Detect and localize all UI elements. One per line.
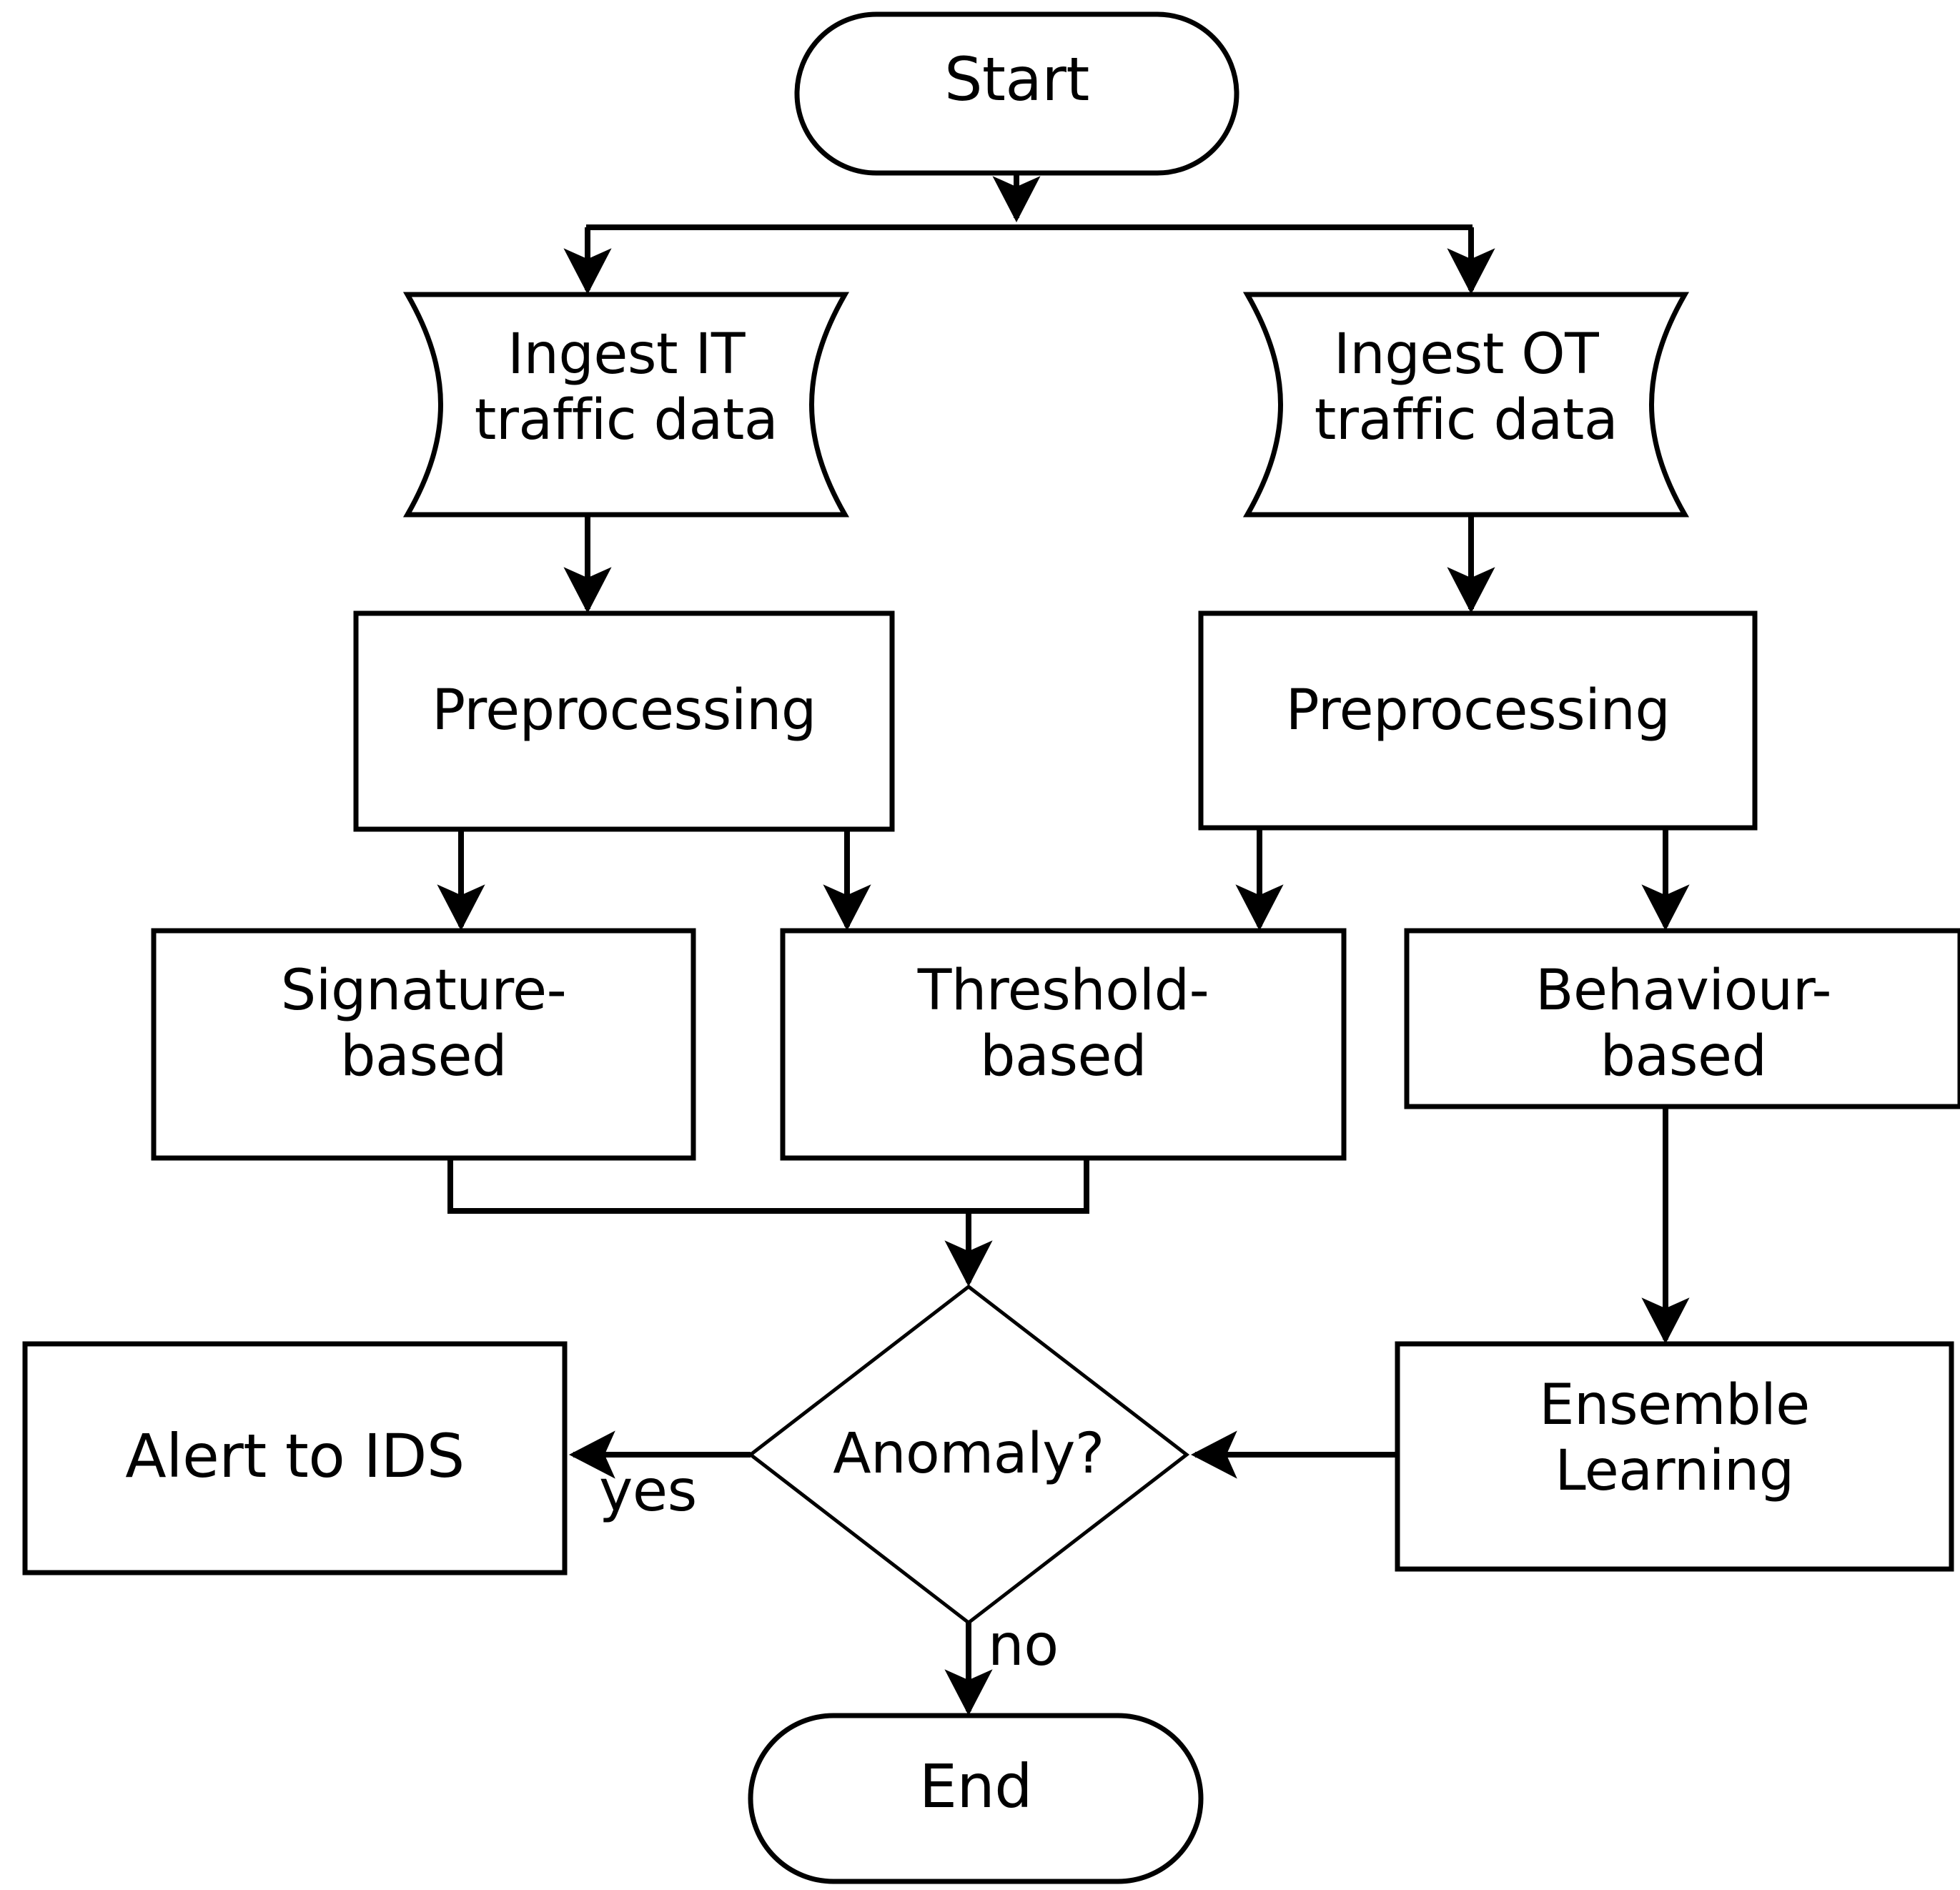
anomaly-decision-node[interactable]: [751, 1287, 1187, 1623]
behaviour-based-node[interactable]: [1407, 931, 1960, 1107]
ingest-ot-node[interactable]: [1247, 295, 1685, 515]
preprocessing-ot-node-shape: [1198, 610, 1758, 831]
threshold-based-node-shape: [780, 928, 1347, 1161]
alert-to-ids-node[interactable]: [25, 1344, 565, 1573]
edge-signature-based-merge: [447, 1158, 969, 1214]
preprocessing-ot-node[interactable]: [1201, 613, 1755, 828]
alert-to-ids-node-shape: [22, 1341, 568, 1575]
preprocessing-it-node[interactable]: [356, 613, 892, 829]
signature-based-node-shape: [151, 928, 696, 1161]
ingest-ot-node-shape: [1242, 292, 1690, 518]
threshold-based-node[interactable]: [783, 931, 1344, 1158]
start-node[interactable]: [797, 14, 1237, 173]
end-node[interactable]: [751, 1716, 1201, 1881]
start-node-shape: [794, 11, 1239, 176]
ensemble-learning-node-shape: [1395, 1341, 1954, 1572]
edge-threshold-based-merge: [969, 1158, 1089, 1214]
ingest-it-node[interactable]: [407, 295, 845, 515]
preprocessing-it-node-shape: [353, 610, 895, 832]
ensemble-learning-node[interactable]: [1397, 1344, 1951, 1569]
ingest-it-node-shape: [402, 292, 850, 518]
end-node-shape: [748, 1713, 1204, 1884]
signature-based-node[interactable]: [154, 931, 693, 1158]
